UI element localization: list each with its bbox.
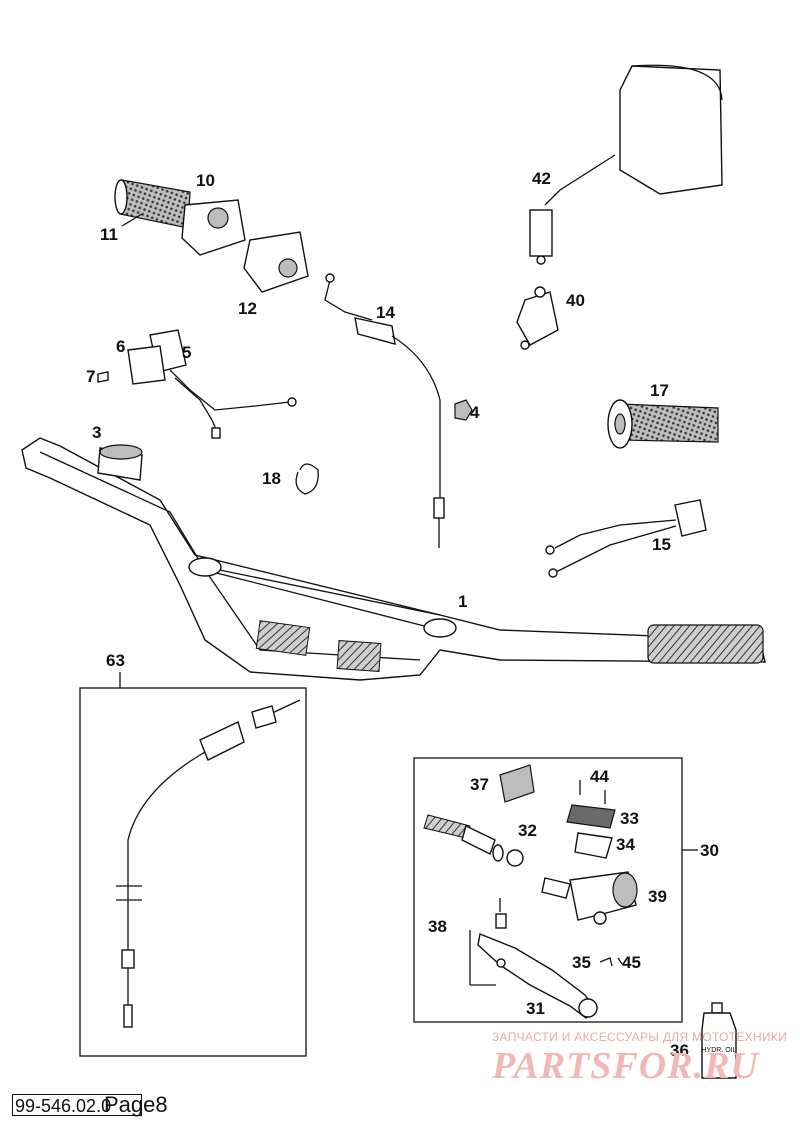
callout-34: 34	[616, 835, 635, 854]
callout-45: 45	[622, 953, 641, 972]
callout-6: 6	[116, 337, 125, 356]
callout-40: 40	[566, 291, 585, 310]
callout-3: 3	[92, 423, 101, 442]
document-code: 99-546.02.0	[12, 1094, 142, 1116]
watermark-tagline: ЗАПЧАСТИ И АКСЕССУАРЫ ДЛЯ МОТОТЕХНИКИ	[492, 1030, 788, 1044]
callout-39: 39	[648, 887, 667, 906]
handlebar	[21, 437, 766, 681]
callout-18: 18	[262, 469, 281, 488]
callout-38: 38	[428, 917, 447, 936]
bushing	[97, 444, 143, 481]
page-number: Page8	[104, 1092, 168, 1117]
callout-44: 44	[590, 767, 609, 786]
callout-30: 30	[700, 841, 719, 860]
bottle-label: HYDR. OIL	[701, 1047, 736, 1054]
clutch-assembly-box	[413, 757, 683, 1023]
clutch-assembly	[423, 764, 638, 1019]
cable-tie	[295, 463, 319, 495]
callout-31: 31	[526, 999, 545, 1018]
callout-42: 42	[532, 169, 551, 188]
throttle-cable	[324, 273, 445, 548]
engine-stop-switch	[545, 499, 707, 578]
throttle-grip	[114, 179, 246, 256]
watermark-brand: PARTSFOR.RU	[492, 1045, 759, 1087]
hydraulic-oil-bottle: HYDR. OIL	[701, 1002, 737, 1079]
kill-switch-housing	[97, 329, 297, 439]
throttle-cover	[243, 231, 309, 293]
callout-36: 36	[670, 1041, 689, 1060]
nut	[454, 399, 473, 421]
mirror-clamp	[516, 286, 559, 350]
callout-35: 35	[572, 953, 591, 972]
callout-32: 32	[518, 821, 537, 840]
callout-5: 5	[182, 343, 191, 362]
callout-33: 33	[620, 809, 639, 828]
callout-10: 10	[196, 171, 215, 190]
callout-12: 12	[238, 299, 257, 318]
callout-11: 11	[100, 225, 118, 244]
mirror	[529, 64, 723, 265]
callout-63: 63	[106, 651, 125, 670]
clutch-cable	[116, 699, 301, 1028]
callout-1: 1	[458, 592, 467, 611]
clutch-cable-box	[79, 687, 307, 1057]
callout-4: 4	[470, 403, 480, 422]
callout-37: 37	[470, 775, 489, 794]
callout-14: 14	[376, 303, 395, 322]
callout-7: 7	[86, 367, 95, 386]
callout-15: 15	[652, 535, 671, 554]
left-grip	[607, 399, 719, 449]
callout-17: 17	[650, 381, 669, 400]
